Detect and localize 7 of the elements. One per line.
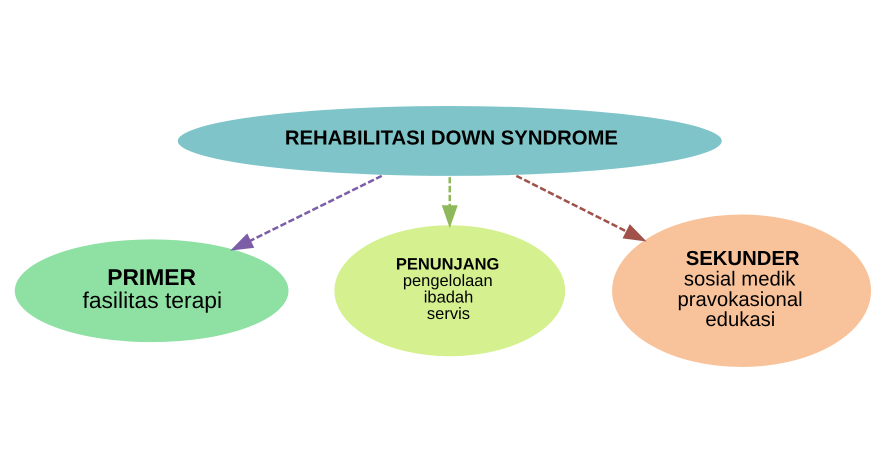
arrow xyxy=(442,176,458,228)
node-ellipse: REHABILITASI DOWN SYNDROME xyxy=(176,104,724,177)
node-ellipse: PRIMER fasilitas terapi xyxy=(14,238,290,343)
node-ellipse: SEKUNDER sosial medik pravokasional edukasi xyxy=(610,212,872,368)
arrow xyxy=(230,174,382,250)
node-ellipse: PENUNJANG pengelolaan ibadah servis xyxy=(333,223,566,358)
arrow xyxy=(516,174,647,242)
